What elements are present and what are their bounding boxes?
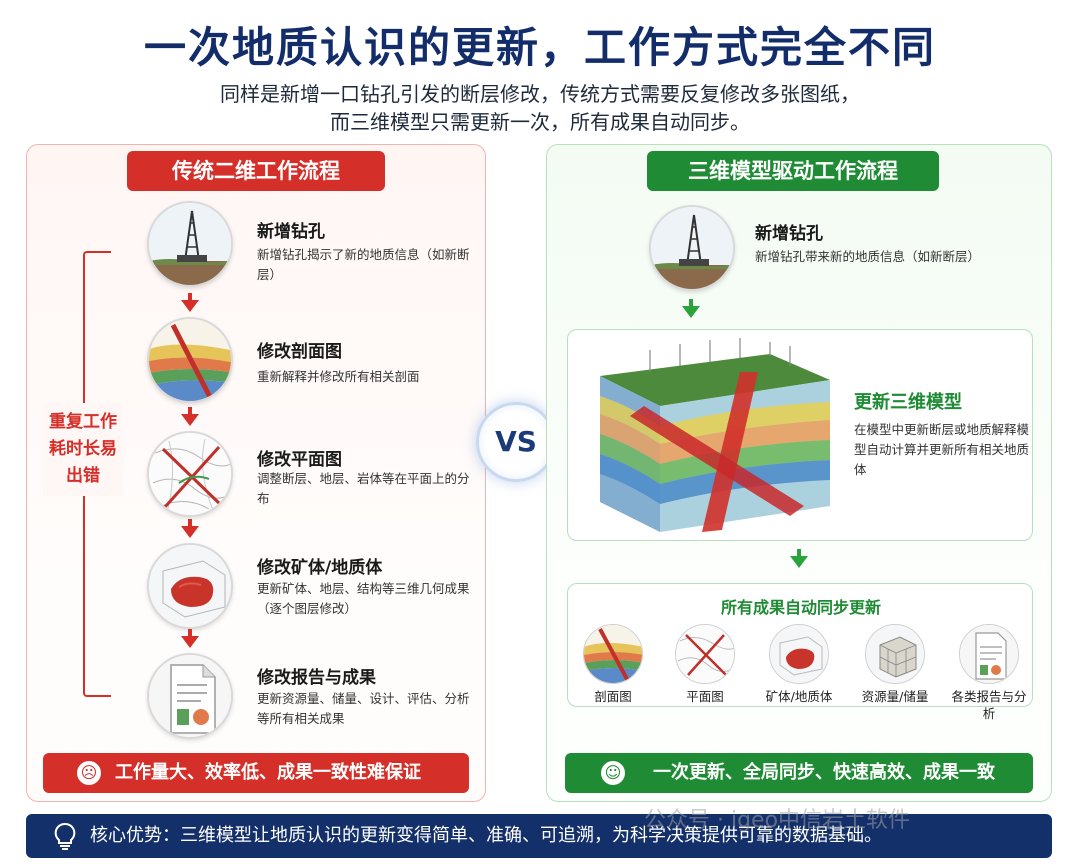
lightbulb-icon <box>52 822 78 850</box>
left-step-1-desc: 新增钻孔揭示了新的地质信息（如新断层） <box>257 247 470 282</box>
right-step-1-title: 新增钻孔 <box>755 224 823 244</box>
report-document-icon <box>959 624 1019 684</box>
page-title: 一次地质认识的更新，工作方式完全不同 <box>143 23 936 72</box>
model-update-title: 更新三维模型 <box>854 392 962 413</box>
block-model-icon <box>865 624 925 684</box>
sync-label: 剖面图 <box>594 689 632 704</box>
subtitle-line-1: 同样是新增一口钻孔引发的断层修改，传统方式需要反复修改多张图纸， <box>220 82 860 106</box>
traditional-summary-bar: ☹ 工作量大、效率低、成果一致性难保证 <box>43 753 469 793</box>
down-arrow-icon <box>181 300 199 312</box>
down-arrow-icon <box>181 414 199 426</box>
sync-item-plan-map: 平面图 <box>662 624 748 705</box>
sync-label: 平面图 <box>686 689 724 704</box>
arrow-stem <box>188 293 192 301</box>
down-arrow-icon <box>790 556 808 568</box>
sync-label: 矿体/地质体 <box>765 689 833 704</box>
core-advantage-footer: 核心优势：三维模型让地质认识的更新变得简单、准确、可追溯，为科学决策提供可靠的数… <box>26 814 1052 858</box>
happy-face-icon: ☺ <box>601 761 625 785</box>
left-step-2-title: 修改剖面图 <box>257 342 342 362</box>
down-arrow-icon <box>181 526 199 538</box>
arrow-stem <box>188 407 192 415</box>
right-step-1-desc: 新增钻孔带来新的地质信息（如新断层） <box>755 249 981 264</box>
traditional-workflow-panel: 传统二维工作流程 重复工作耗时长易出错 新增钻孔 新增钻孔揭示了新的地质信息（如… <box>26 144 486 802</box>
cross-section-icon <box>583 624 643 684</box>
sync-item-resources: 资源量/储量 <box>852 624 938 705</box>
left-step-5-title: 修改报告与成果 <box>257 668 376 688</box>
sad-face-icon: ☹ <box>77 761 101 785</box>
arrow-stem <box>188 519 192 527</box>
sync-item-cross-section: 剖面图 <box>570 624 656 705</box>
left-step-4-desc: 更新矿体、地层、结构等三维几何成果（逐个图层修改） <box>257 581 470 616</box>
cross-section-icon <box>147 317 233 403</box>
model-workflow-panel: 三维模型驱动工作流程 新增钻孔 新增钻孔带来新的地质信息（如新断层） <box>546 144 1052 802</box>
auto-sync-box: 所有成果自动同步更新 剖面图 <box>567 583 1033 721</box>
model-workflow-header: 三维模型驱动工作流程 <box>647 151 939 191</box>
traditional-summary-text: 工作量大、效率低、成果一致性难保证 <box>115 762 421 783</box>
plan-map-icon <box>147 431 233 517</box>
watermark: 公众号 · igeo中信岩土软件 <box>644 808 911 833</box>
down-arrow-icon <box>181 636 199 648</box>
arrow-stem <box>797 549 801 557</box>
drill-rig-icon <box>147 201 233 287</box>
core-advantage-text: 核心优势：三维模型让地质认识的更新变得简单、准确、可追溯，为科学决策提供可靠的数… <box>90 825 882 846</box>
auto-sync-title: 所有成果自动同步更新 <box>720 598 881 617</box>
left-step-3-title: 修改平面图 <box>257 450 342 470</box>
left-step-1-title: 新增钻孔 <box>257 222 325 242</box>
down-arrow-icon <box>682 306 700 318</box>
page-subtitle: 同样是新增一口钻孔引发的断层修改，传统方式需要反复修改多张图纸， 而三维模型只需… <box>0 80 1080 136</box>
arrow-stem <box>188 629 192 637</box>
repeat-work-label: 重复工作耗时长易出错 <box>43 403 123 496</box>
3d-geological-model-image <box>590 336 840 536</box>
3d-model-box: 更新三维模型 在模型中更新断层或地质解释模型自动计算并更新所有相关地质体 <box>567 329 1033 541</box>
sync-label: 资源量/储量 <box>861 689 929 704</box>
model-update-desc: 在模型中更新断层或地质解释模型自动计算并更新所有相关地质体 <box>854 422 1030 477</box>
drill-rig-icon <box>649 205 735 291</box>
traditional-workflow-header: 传统二维工作流程 <box>127 151 385 191</box>
plan-map-icon <box>675 624 735 684</box>
arrow-stem <box>689 299 693 307</box>
vs-badge: VS <box>476 402 556 482</box>
left-step-2-desc: 重新解释并修改所有相关剖面 <box>257 369 420 384</box>
subtitle-line-2: 而三维模型只需更新一次，所有成果自动同步。 <box>330 110 750 134</box>
left-step-4-title: 修改矿体/地质体 <box>257 558 383 578</box>
model-summary-bar: ☺ 一次更新、全局同步、快速高效、成果一致 <box>565 753 1033 793</box>
sync-label: 各类报告与分析 <box>951 689 1027 721</box>
sync-item-reports: 各类报告与分析 <box>946 624 1032 722</box>
orebody-icon <box>147 543 233 629</box>
sync-item-orebody: 矿体/地质体 <box>756 624 842 705</box>
left-step-3-desc: 调整断层、地层、岩体等在平面上的分布 <box>257 471 470 506</box>
report-document-icon <box>147 653 233 739</box>
left-step-5-desc: 更新资源量、储量、设计、评估、分析等所有相关成果 <box>257 691 470 726</box>
orebody-icon <box>769 624 829 684</box>
model-summary-text: 一次更新、全局同步、快速高效、成果一致 <box>653 762 995 783</box>
